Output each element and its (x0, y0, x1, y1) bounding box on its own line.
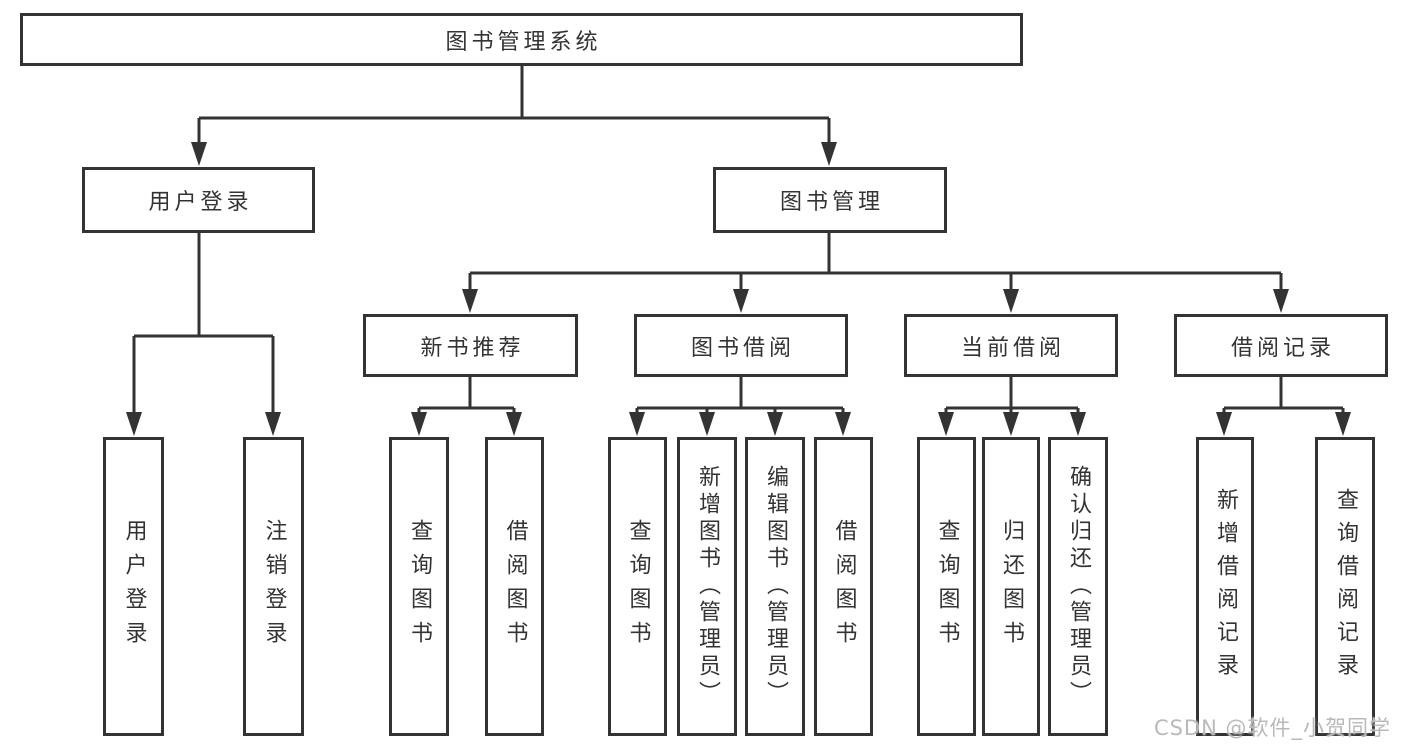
node-root-system: 图书管理系统 (20, 13, 1023, 66)
connector-root-to-level2 (191, 66, 837, 166)
connector-new-book-recommend-to-leaves (411, 377, 522, 436)
leaf-query-books-current: 查询图书 (917, 437, 976, 736)
leaf-add-borrowing-record: 新增借阅记录 (1196, 437, 1254, 736)
leaf-confirm-return-admin: 确认归还（管理员） (1048, 437, 1108, 736)
connector-book-borrowing-to-leaves (629, 377, 851, 436)
leaf-borrow-books-recommend: 借阅图书 (485, 437, 544, 736)
leaf-return-books: 归还图书 (982, 437, 1040, 736)
leaf-query-books-recommend: 查询图书 (389, 437, 449, 736)
node-book-management: 图书管理 (713, 167, 947, 233)
node-borrowing-records: 借阅记录 (1174, 314, 1388, 377)
leaf-edit-books-admin: 编辑图书（管理员） (745, 437, 805, 736)
node-new-book-recommend: 新书推荐 (363, 314, 578, 377)
leaf-logout: 注销登录 (243, 437, 304, 736)
node-current-borrowing: 当前借阅 (904, 314, 1118, 377)
leaf-add-books-admin: 新增图书（管理员） (677, 437, 737, 736)
connector-current-borrowing-to-leaves (938, 377, 1086, 436)
csdn-watermark: CSDN @软件_小贺同学 (1153, 716, 1391, 740)
connector-user-login-to-leaves (126, 233, 281, 436)
leaf-query-books-borrowing: 查询图书 (608, 437, 667, 736)
node-book-borrowing: 图书借阅 (634, 314, 848, 377)
leaf-query-borrowing-record: 查询借阅记录 (1315, 437, 1375, 736)
connector-book-management-to-level3 (462, 233, 1289, 313)
leaf-borrow-books: 借阅图书 (814, 437, 873, 736)
node-user-login: 用户登录 (82, 167, 315, 233)
leaf-user-login: 用户登录 (103, 437, 164, 736)
connector-borrowing-records-to-leaves (1216, 377, 1351, 436)
